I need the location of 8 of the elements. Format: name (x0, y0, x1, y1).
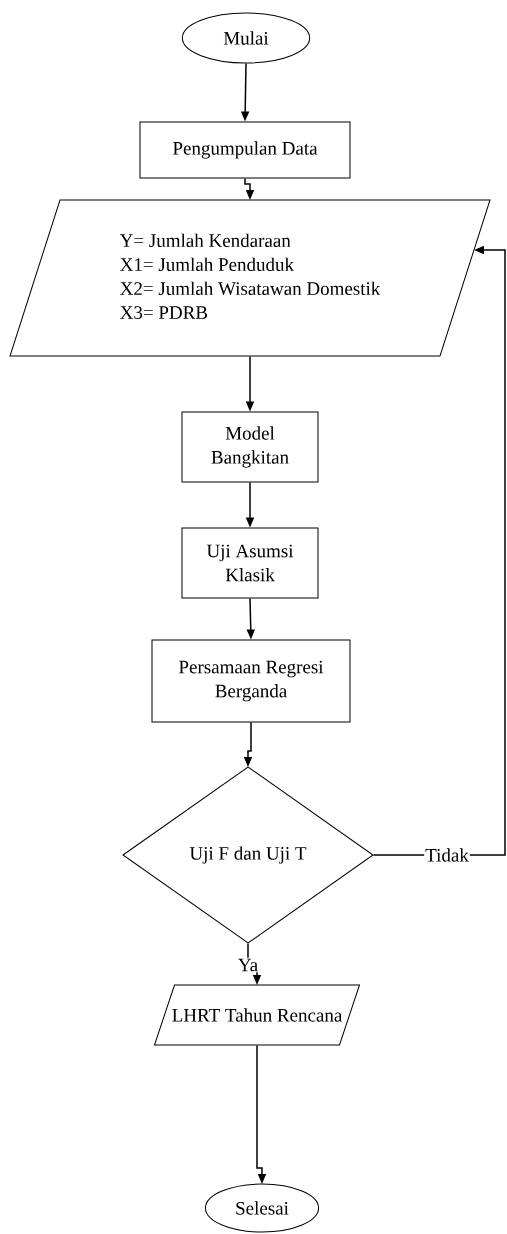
process-box: Pengumpulan Data (139, 121, 351, 179)
process-box: Persamaan Regresi Berganda (151, 639, 351, 723)
edge-label: Tidak (424, 847, 470, 863)
edge-label: Ya (236, 957, 260, 973)
process-box: Uji Asumsi Klasik (181, 527, 319, 599)
input-output-parallelogram: Y= Jumlah Kendaraan X1= Jumlah Penduduk X2= Jumlah Wisatawan Domestik X3= PDRB (9, 199, 491, 357)
process-box: Model Bangkitan (181, 411, 319, 483)
input-output-parallelogram: LHRT Tahun Rencana (154, 984, 360, 1046)
